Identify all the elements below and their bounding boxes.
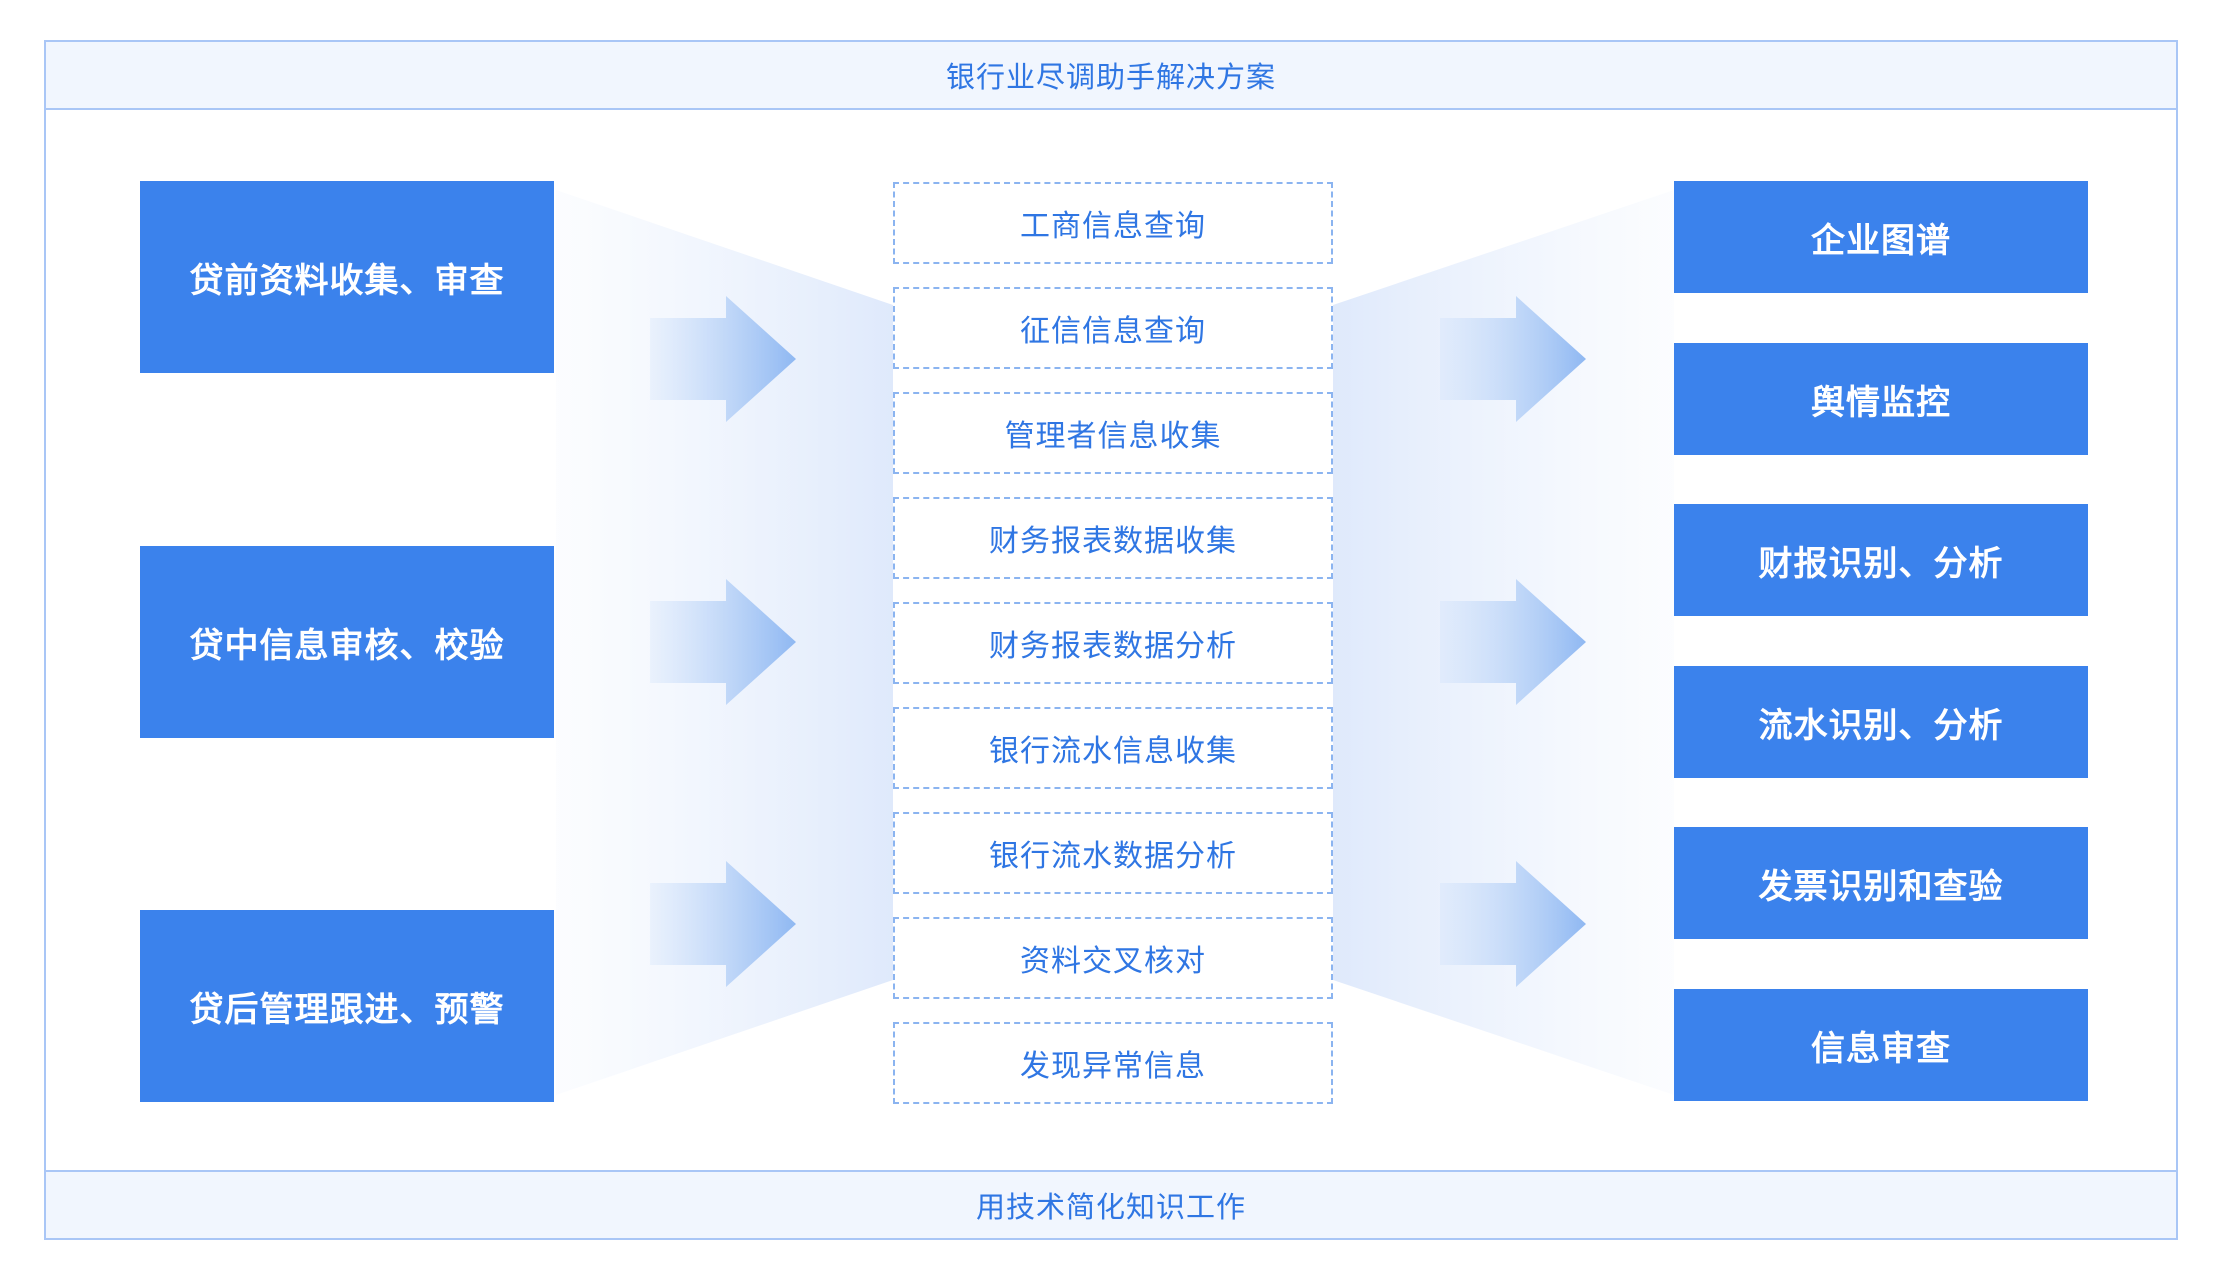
task-business-info-query: 工商信息查询	[893, 182, 1333, 264]
task-financial-data-analysis: 财务报表数据分析	[893, 602, 1333, 684]
task-credit-info-query: 征信信息查询	[893, 287, 1333, 369]
task-cross-check: 资料交叉核对	[893, 917, 1333, 999]
stage-pre-loan: 贷前资料收集、审查	[140, 181, 554, 373]
capability-invoice-check: 发票识别和查验	[1674, 827, 2088, 939]
capability-info-review: 信息审查	[1674, 989, 2088, 1101]
task-find-anomaly: 发现异常信息	[893, 1022, 1333, 1104]
capability-enterprise-graph: 企业图谱	[1674, 181, 2088, 293]
stage-in-loan: 贷中信息审核、校验	[140, 546, 554, 738]
task-manager-info-collect: 管理者信息收集	[893, 392, 1333, 474]
footer-title: 用技术简化知识工作	[44, 1170, 2178, 1240]
capability-bank-flow-analysis: 流水识别、分析	[1674, 666, 2088, 778]
task-bank-flow-collect: 银行流水信息收集	[893, 707, 1333, 789]
header-title: 银行业尽调助手解决方案	[44, 40, 2178, 110]
stage-post-loan: 贷后管理跟进、预警	[140, 910, 554, 1102]
capability-financial-report-analysis: 财报识别、分析	[1674, 504, 2088, 616]
task-financial-data-collect: 财务报表数据收集	[893, 497, 1333, 579]
capability-sentiment-monitor: 舆情监控	[1674, 343, 2088, 455]
task-bank-flow-analysis: 银行流水数据分析	[893, 812, 1333, 894]
